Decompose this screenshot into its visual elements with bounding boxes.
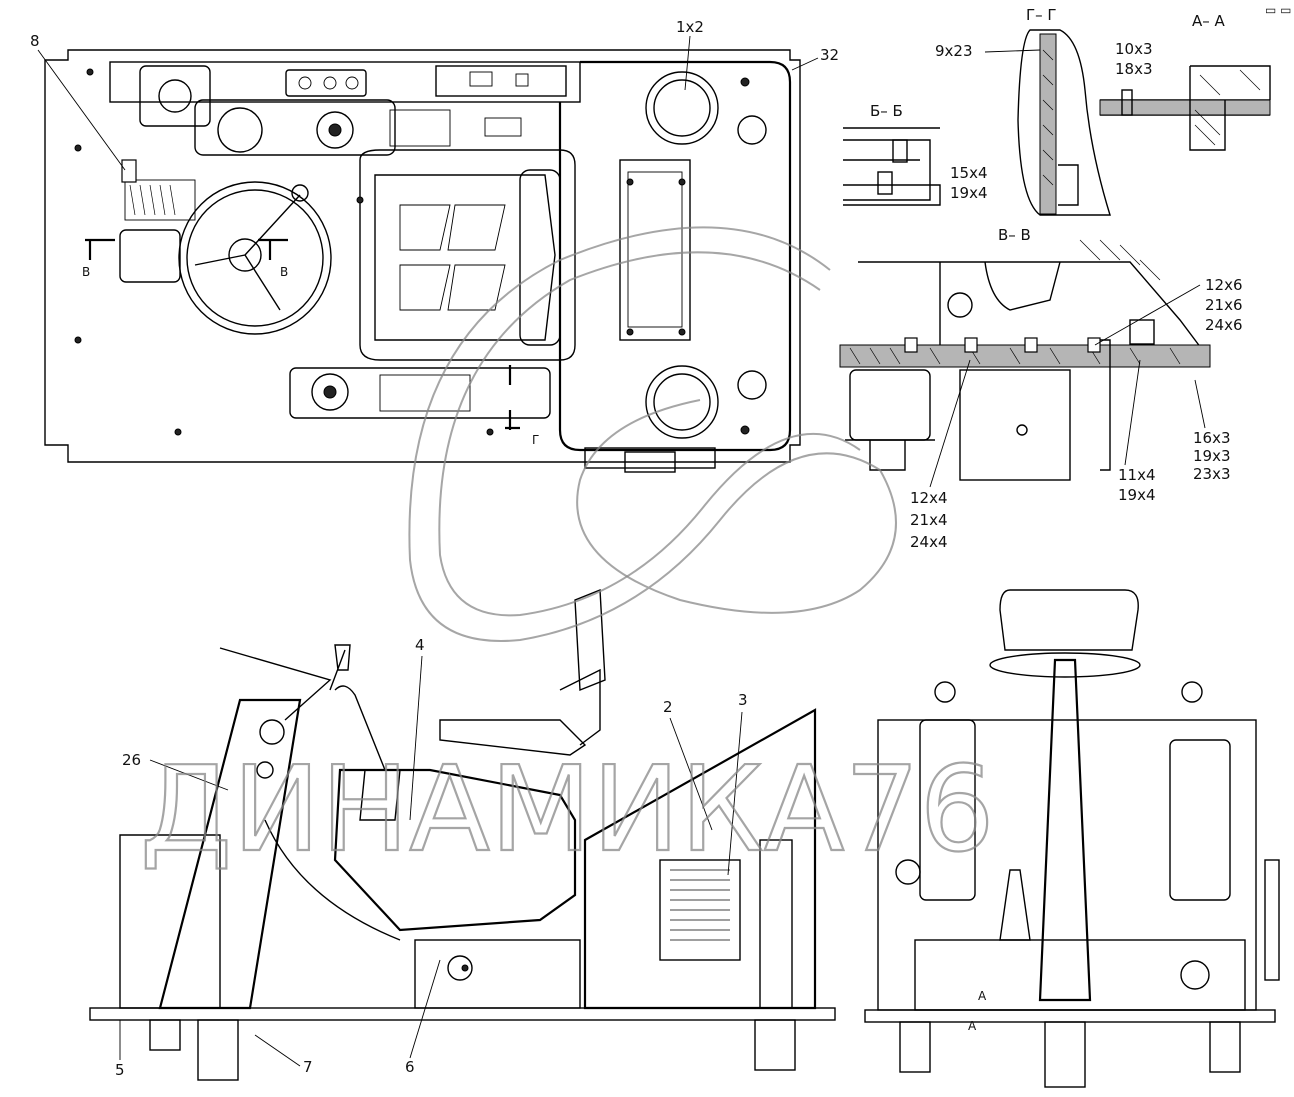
section-vv-bl-2: 21x4 <box>910 511 948 529</box>
label-8: 8 <box>30 32 40 50</box>
side-view <box>89 588 836 1081</box>
section-aa-title: А– А <box>1192 12 1226 30</box>
section-mark-v-right: В <box>280 265 288 279</box>
section-mark-v-left: В <box>82 265 90 279</box>
front-view <box>864 589 1280 1088</box>
section-bb-drawing <box>843 127 941 206</box>
section-bb-callout-2: 19x4 <box>950 184 988 202</box>
section-aa-callout-2: 18x3 <box>1115 60 1153 78</box>
section-aa-callout-1: 10x3 <box>1115 40 1153 58</box>
label-5: 5 <box>115 1061 125 1079</box>
label-6: 6 <box>405 1058 415 1076</box>
section-gg-title: Г– Г <box>1026 6 1057 24</box>
section-vv-bm-1: 11x4 <box>1118 466 1156 484</box>
watermark-text: ДИНАМИКА76 <box>140 740 995 878</box>
label-3: 3 <box>738 691 748 709</box>
label-4: 4 <box>415 636 425 654</box>
section-vv-top-1: 12x6 <box>1205 276 1243 294</box>
section-bb-title: Б– Б <box>870 102 903 120</box>
section-vv-bl-1: 12x4 <box>910 489 948 507</box>
section-vv-bm-2: 19x4 <box>1118 486 1156 504</box>
front-section-mark: А <box>978 989 987 1003</box>
watermark-swirl <box>408 226 897 642</box>
section-vv-top-2: 21x6 <box>1205 296 1243 314</box>
section-vv-br-1: 16x3 <box>1193 429 1231 447</box>
section-mark-g: Г <box>532 433 539 447</box>
top-view <box>44 49 801 473</box>
section-vv-bl-3: 24x4 <box>910 533 948 551</box>
section-gg-callout: 9x23 <box>935 42 973 60</box>
section-vv-title: В– В <box>998 226 1031 244</box>
section-vv-br-3: 23x3 <box>1193 465 1231 483</box>
section-vv-br-2: 19x3 <box>1193 447 1231 465</box>
section-gg-drawing <box>1017 29 1111 216</box>
label-32: 32 <box>820 46 839 64</box>
front-section-mark-2: А <box>968 1019 977 1033</box>
label-7: 7 <box>303 1058 313 1076</box>
section-vv-drawing <box>839 239 1211 481</box>
section-bb-callout-1: 15x4 <box>950 164 988 182</box>
section-aa-drawing <box>1099 65 1271 151</box>
label-2: 2 <box>663 698 673 716</box>
corner-mark: ▭ ▭ <box>1265 3 1292 17</box>
section-vv-top-3: 24x6 <box>1205 316 1243 334</box>
label-26: 26 <box>122 751 141 769</box>
label-1x2: 1x2 <box>676 18 704 36</box>
